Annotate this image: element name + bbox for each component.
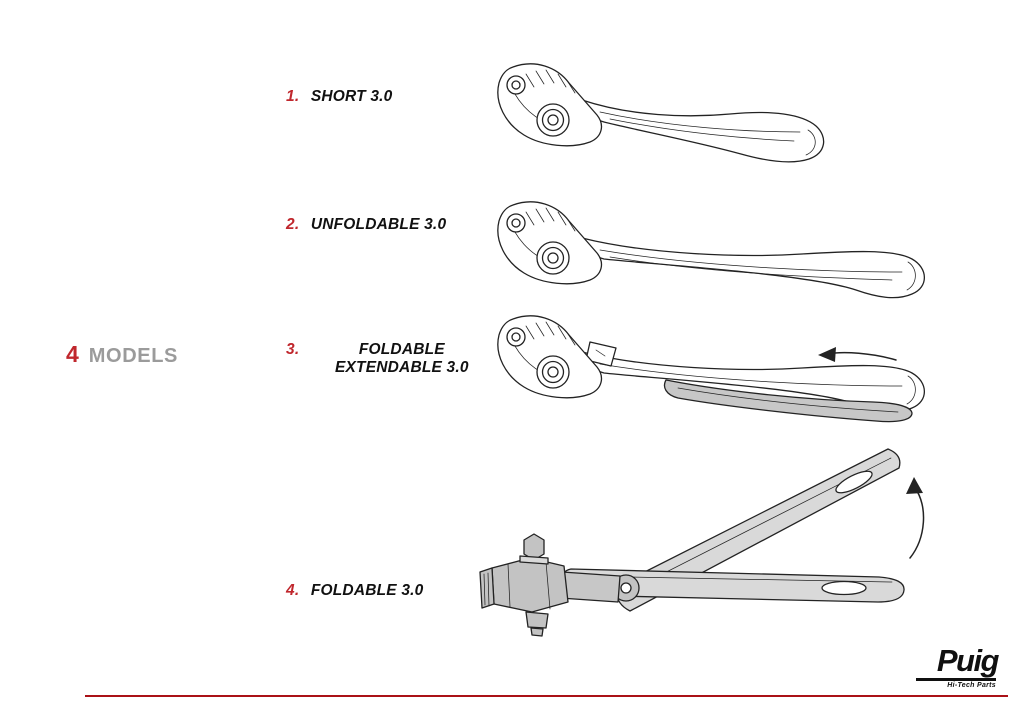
model-4-illustration (479, 448, 925, 637)
models-count: 4 (66, 341, 79, 367)
brand-logo: Puig Hi-Tech Parts (876, 643, 1000, 689)
model-3-name: FOLDABLE EXTENDABLE 3.0 (334, 341, 469, 376)
models-heading-label: MODELS (88, 345, 178, 367)
model-2-label: 2. UNFOLDABLE 3.0 (286, 216, 446, 234)
model-2-illustration (497, 201, 926, 299)
model-3-number: 3. (286, 341, 300, 358)
brand-tagline: Hi-Tech Parts (947, 681, 996, 689)
extend-arrow-icon (818, 347, 897, 362)
extension-piece (663, 379, 913, 423)
model-2-name: UNFOLDABLE 3.0 (310, 216, 447, 233)
model-1-label: 1. SHORT 3.0 (286, 88, 392, 106)
bottom-red-rule (85, 695, 1008, 697)
brand-underline (916, 678, 996, 681)
model-4-label: 4. FOLDABLE 3.0 (286, 582, 423, 600)
model-3-illustration (497, 315, 926, 423)
model-4-name: FOLDABLE 3.0 (310, 582, 424, 599)
brand-name: Puig (936, 643, 1000, 678)
model-1-name: SHORT 3.0 (310, 88, 393, 105)
fold-arrow-icon (906, 477, 925, 559)
model-3-label: 3. FOLDABLE EXTENDABLE 3.0 (286, 341, 493, 377)
models-heading: 4 MODELS (66, 341, 178, 368)
model-1-illustration (497, 63, 825, 163)
model-2-number: 2. (286, 216, 300, 233)
model-1-number: 1. (286, 88, 300, 105)
model-4-number: 4. (286, 582, 300, 599)
